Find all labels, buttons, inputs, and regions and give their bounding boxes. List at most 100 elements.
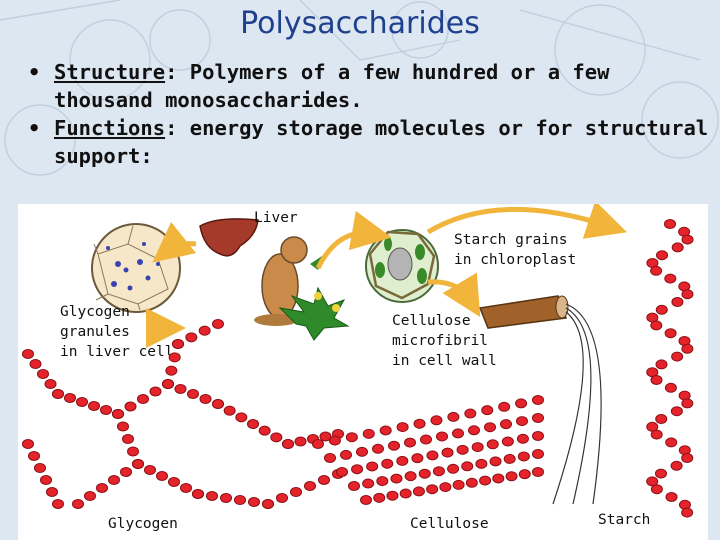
glycogen-bead (52, 389, 64, 399)
cellulose-bead (348, 481, 360, 491)
starch-bead (646, 476, 659, 487)
glycogen-bead (149, 386, 162, 397)
glycogen-bead (40, 475, 52, 485)
starch-bead (681, 507, 694, 518)
cellulose-bead (411, 453, 424, 464)
starch-bead (681, 398, 694, 409)
liver-icon (199, 218, 259, 257)
cellulose-bead (356, 446, 368, 457)
cellulose-bead (516, 433, 529, 444)
bullet-text: : Polymers of a few hundred or a few tho… (54, 60, 610, 112)
label-starch-grains: Starch grains (454, 232, 568, 248)
glycogen-bead (132, 459, 144, 469)
starch-bead (655, 304, 668, 315)
cellulose-bead (532, 395, 544, 405)
glycogen-bead (172, 339, 184, 349)
cellulose-bead (404, 437, 416, 448)
glycogen-bead (247, 419, 259, 429)
cellulose-bead (439, 482, 452, 493)
label-cellulose: Cellulose (410, 516, 489, 532)
starch-bead (664, 382, 677, 393)
starch-bead (670, 406, 683, 417)
glycogen-bead (168, 477, 180, 487)
starch-bead (650, 429, 663, 440)
cellulose-bead (362, 428, 375, 439)
label-cellulose-microfibril-3: in cell wall (392, 353, 497, 369)
starch-bead (650, 375, 663, 385)
cellulose-bead (452, 428, 464, 439)
cellulose-bead (390, 473, 403, 484)
cellulose-bead (484, 422, 496, 433)
cellulose-bead (418, 468, 431, 479)
starch-bead (656, 250, 669, 261)
glycogen-bead (156, 471, 168, 481)
cellulose-bead (386, 490, 399, 501)
starch-bead (665, 492, 678, 502)
glycogen-bead (127, 446, 139, 457)
bead-chains (22, 219, 694, 518)
cellulose-bead (351, 464, 364, 475)
glycogen-bead (198, 325, 211, 336)
cellulose-bead (412, 486, 425, 497)
cellulose-bead (486, 439, 499, 450)
starch-bead (664, 273, 677, 284)
cellulose-bead (413, 418, 426, 429)
cellulose-bead (464, 408, 477, 419)
bullet-text: : energy storage molecules or for struct… (54, 116, 709, 168)
glycogen-bead (220, 493, 232, 503)
starch-bead (655, 414, 668, 424)
cellulose-bead (471, 442, 484, 453)
glycogen-bead (34, 463, 46, 473)
glycogen-bead (144, 465, 156, 475)
bullet-term: Functions (54, 116, 166, 140)
cellulose-bead (420, 434, 432, 445)
glycogen-bead (180, 483, 192, 493)
glycogen-bead (137, 394, 149, 404)
glycogen-bead (76, 397, 88, 407)
bullet-list: • Structure: Polymers of a few hundred o… (24, 58, 714, 170)
bullet-structure: • Structure: Polymers of a few hundred o… (24, 58, 714, 114)
glycogen-bead (199, 394, 212, 404)
cellulose-bead (340, 449, 352, 460)
glycogen-bead (187, 389, 199, 399)
cellulose-bead (324, 453, 336, 463)
cellulose-bead (345, 432, 358, 443)
starch-bead (654, 468, 667, 479)
starch-bead (670, 460, 683, 471)
glycogen-bead (72, 499, 84, 509)
cellulose-bead (492, 473, 505, 484)
glycogen-bead (37, 369, 49, 379)
cellulose-bead (456, 444, 469, 455)
label-glycogen-granules-2: granules (60, 324, 130, 340)
label-starch: Starch (598, 512, 650, 528)
cellulose-bead (481, 405, 494, 416)
plant-cell-icon (365, 229, 439, 303)
cellulose-bead (532, 431, 544, 441)
label-glycogen-granules-1: Glycogen (60, 304, 130, 320)
glycogen-bead (112, 409, 124, 419)
glycogen-bead (96, 483, 108, 493)
glycogen-bead (122, 434, 134, 444)
cellulose-bead (366, 461, 379, 472)
cellulose-bead (501, 436, 514, 447)
glycogen-bead (29, 359, 42, 369)
bullet-functions: • Functions: energy storage molecules or… (24, 114, 714, 170)
glycogen-bead (282, 439, 294, 449)
starch-bead (655, 359, 668, 370)
cellulose-bead (503, 453, 516, 464)
glycogen-bead (165, 365, 178, 376)
starch-bead (665, 437, 678, 448)
starch-bead (664, 219, 676, 229)
cellulose-bead (396, 455, 409, 466)
glycogen-bead (304, 481, 316, 491)
glycogen-bead (262, 499, 274, 509)
glycogen-bead (100, 405, 112, 415)
glycogen-bead (108, 475, 120, 485)
label-glycogen: Glycogen (108, 516, 178, 532)
glycogen-bead (52, 499, 64, 509)
microfibril-strands (552, 303, 602, 505)
glycogen-bead (276, 493, 288, 503)
cellulose-bead (372, 443, 384, 454)
starch-bead (650, 320, 663, 331)
cellulose-bead (468, 425, 480, 436)
